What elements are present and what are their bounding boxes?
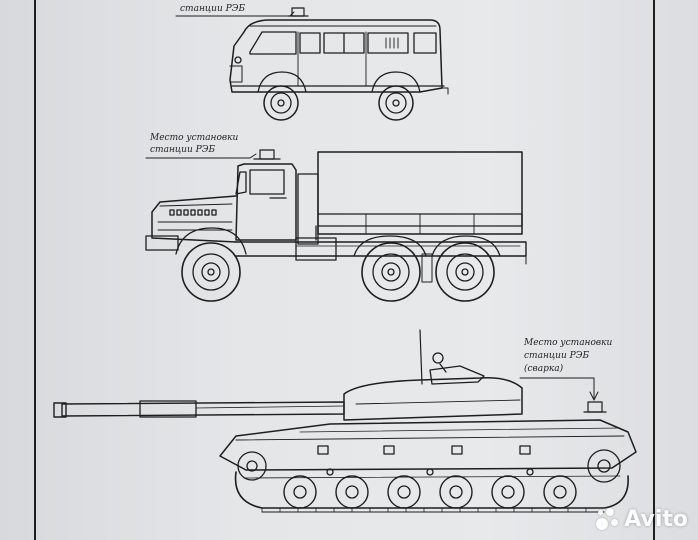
bus-drawing bbox=[175, 7, 449, 121]
tank-callout-line1: Место установки bbox=[524, 338, 613, 348]
avito-logo-icon bbox=[594, 506, 620, 532]
bus-callout-label: станции РЭБ bbox=[180, 4, 246, 14]
truck-drawing bbox=[145, 149, 527, 302]
frame-right-line bbox=[653, 0, 655, 540]
truck-callout-line1: Место установки bbox=[150, 133, 239, 143]
frame-left-line bbox=[34, 0, 36, 540]
tank-callout-line3: (сварка) bbox=[524, 364, 564, 374]
tank-callout-line2: станции РЭБ bbox=[524, 351, 590, 361]
avito-watermark: Avito bbox=[594, 506, 688, 532]
avito-watermark-text: Avito bbox=[624, 506, 688, 532]
tank-drawing bbox=[53, 329, 637, 513]
truck-callout-line2: станции РЭБ bbox=[150, 145, 216, 155]
road-wheels bbox=[283, 475, 577, 509]
